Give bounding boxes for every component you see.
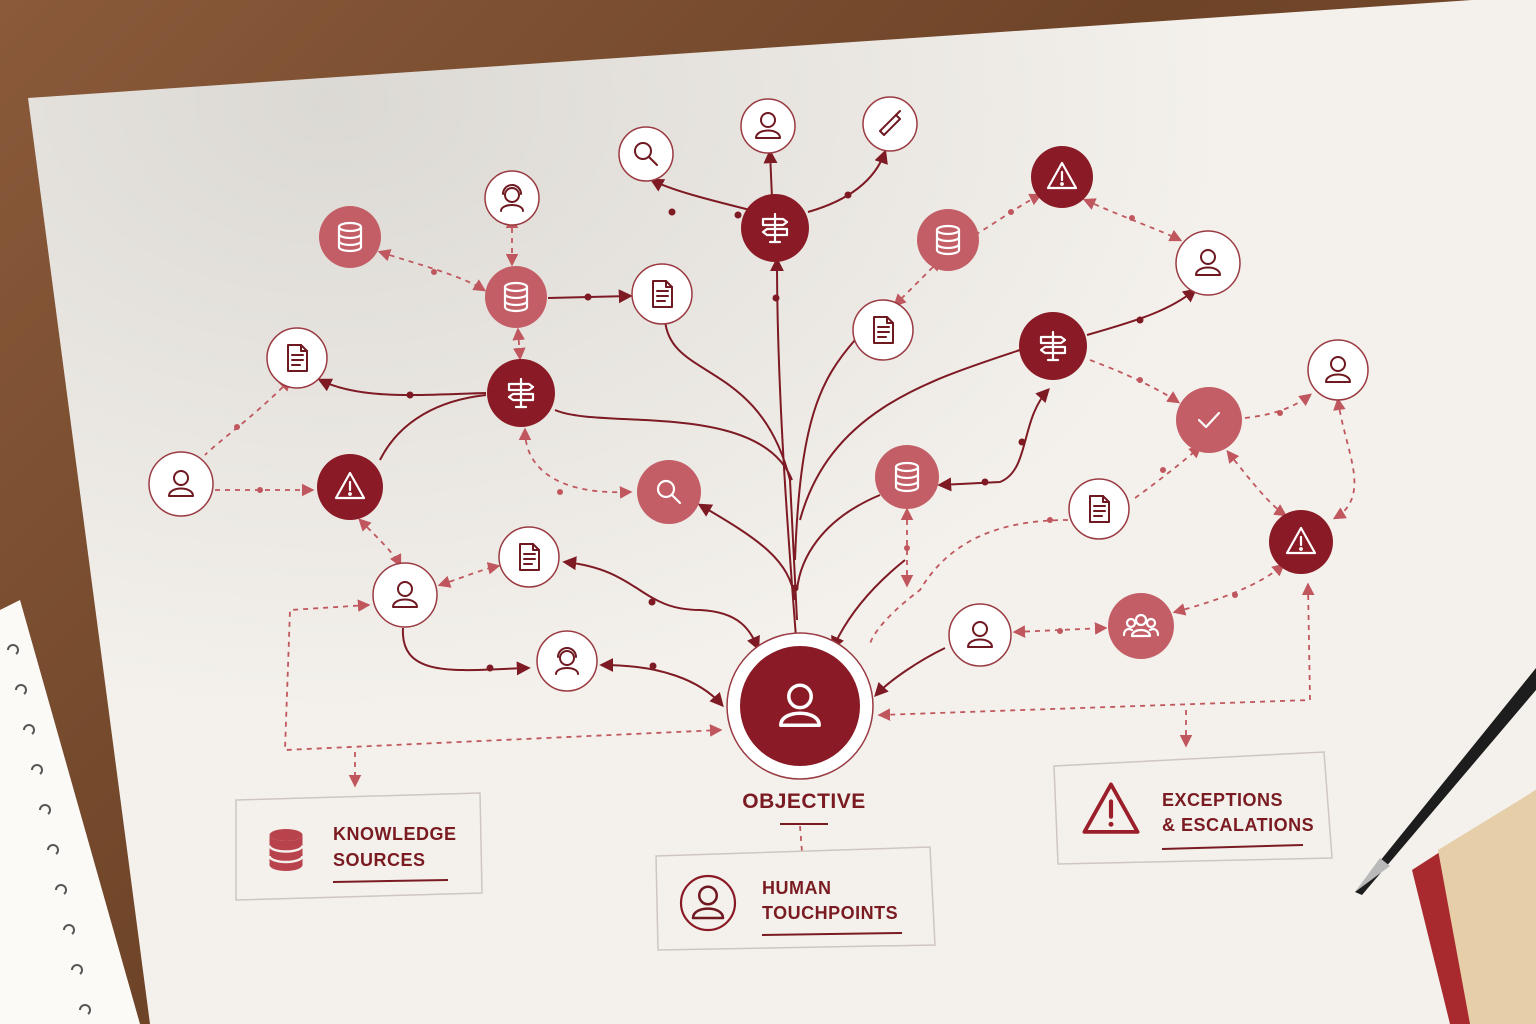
legend-knowledge-sources: KNOWLEDGE SOURCES xyxy=(235,792,483,901)
exceptions-line1: EXCEPTIONS xyxy=(1162,790,1283,810)
objective-label: OBJECTIVE xyxy=(742,790,866,813)
group-node xyxy=(1108,593,1174,659)
database-node-right-top xyxy=(917,209,979,271)
document-node-a xyxy=(631,263,693,325)
document-node-b xyxy=(266,327,328,389)
legend-exceptions-escalations: EXCEPTIONS & ESCALATIONS xyxy=(1053,751,1333,865)
nodes xyxy=(148,96,1369,780)
signpost-node-top xyxy=(741,194,809,262)
notebook xyxy=(0,600,140,1024)
check-node xyxy=(1176,387,1242,453)
document-node-d xyxy=(852,299,914,361)
person-node xyxy=(740,98,796,154)
human-line1: HUMAN xyxy=(762,878,832,898)
person-node-right-low xyxy=(948,603,1012,667)
database-node-left xyxy=(319,206,381,268)
agent-node-low xyxy=(536,630,598,692)
search-node xyxy=(618,126,674,182)
person-node-right-top xyxy=(1175,230,1241,296)
warning-node-left xyxy=(317,454,383,520)
books xyxy=(1412,790,1536,1024)
human-line2: TOUCHPOINTS xyxy=(762,903,898,923)
signpost-node-right xyxy=(1019,312,1087,380)
warning-node-top xyxy=(1031,146,1093,208)
search-node-mid xyxy=(637,460,701,524)
person-node-far-right xyxy=(1307,339,1369,401)
legend-human-touchpoints: HUMAN TOUCHPOINTS xyxy=(655,846,936,951)
exceptions-line2: & ESCALATIONS xyxy=(1162,815,1314,835)
pen-node xyxy=(862,96,918,152)
database-node-right xyxy=(875,445,939,509)
pen xyxy=(1355,668,1536,895)
knowledge-line2: SOURCES xyxy=(333,850,426,870)
person-node-left xyxy=(148,451,214,517)
connections xyxy=(204,149,1356,853)
objective-node xyxy=(726,632,874,780)
database-node-mid xyxy=(485,266,547,328)
signpost-node-left xyxy=(487,359,555,427)
knowledge-line1: KNOWLEDGE xyxy=(333,824,457,844)
agent-node-top xyxy=(484,170,540,226)
warning-node-right xyxy=(1269,510,1333,574)
document-node-c xyxy=(498,526,560,588)
person-node-low xyxy=(372,562,438,628)
document-node-e xyxy=(1068,478,1130,540)
